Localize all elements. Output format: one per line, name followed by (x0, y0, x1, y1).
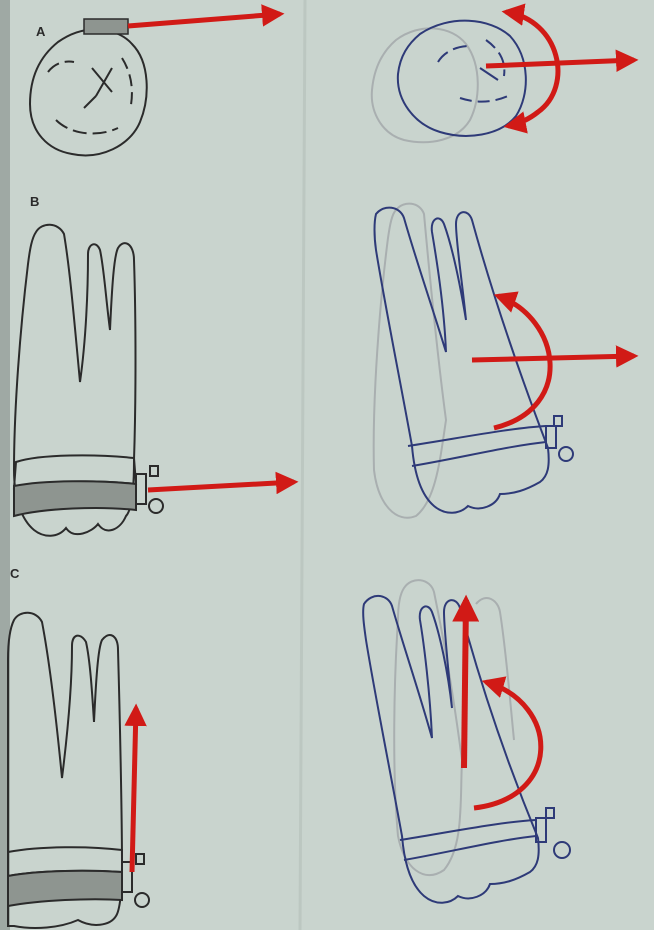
panel-b: B (14, 194, 634, 536)
page-fold-line (300, 0, 305, 930)
band-b (14, 481, 136, 516)
force-arrow-b-right (472, 356, 634, 360)
force-arrow-a-left (128, 14, 280, 26)
occlusal-tooth-displaced (398, 21, 526, 136)
band-c (8, 871, 122, 906)
rotation-arrow-a (506, 12, 558, 126)
panel-label-a: A (36, 24, 46, 39)
ghost-tooth-outline-c-2 (476, 598, 514, 740)
bracket-hook-c-right (536, 808, 570, 858)
rotation-arrow-c (474, 682, 541, 808)
force-arrow-c-right (464, 600, 466, 768)
bracket-attachment (84, 19, 128, 34)
occlusal-tooth-original (30, 29, 147, 155)
force-arrow-a-right (486, 60, 634, 66)
bracket-hook-b-right (546, 416, 573, 461)
rotation-arrow-b (494, 296, 550, 428)
force-arrow-c-left (132, 708, 136, 872)
panel-label-c: C (10, 566, 20, 581)
force-arrow-b-left (148, 482, 294, 490)
panel-a: A (30, 12, 634, 155)
panel-label-b: B (30, 194, 39, 209)
panel-c: C (8, 566, 570, 928)
bracket-hook-c (122, 854, 149, 907)
